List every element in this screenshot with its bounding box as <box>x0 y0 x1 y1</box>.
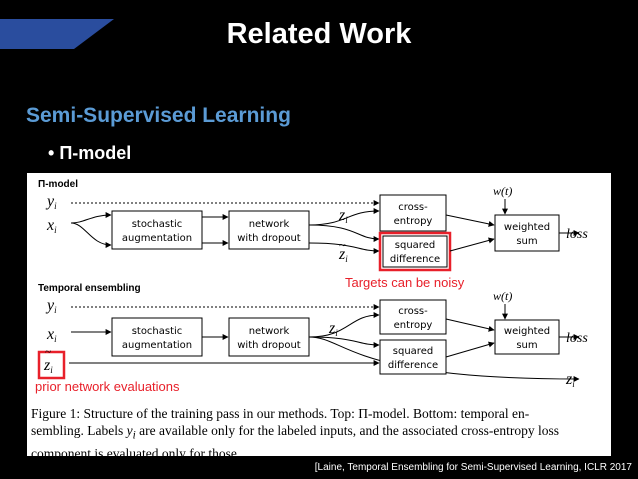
top-cross-label-2: entropy <box>394 216 433 227</box>
top-squared-label-1: squared <box>395 240 435 251</box>
bottom-network-label-1: network <box>249 326 290 337</box>
top-squared-label-2: difference <box>390 254 440 265</box>
bottom-x-var: xi <box>46 326 57 344</box>
noisy-targets-annotation: Targets can be noisy <box>345 275 465 290</box>
top-z-to-cross <box>308 208 380 226</box>
top-y-var: yi <box>45 193 57 211</box>
top-network-label-1: network <box>249 219 290 230</box>
top-weighted-label-1: weighted <box>504 222 550 233</box>
bottom-cross-label-2: entropy <box>394 320 433 331</box>
bottom-z-var: zi <box>328 320 338 338</box>
caption-line-3: component is evaluated only for those. <box>31 445 241 461</box>
top-ztilde-to-squared <box>308 242 380 254</box>
bottom-loss-label: loss <box>566 331 588 346</box>
bottom-output-z-var: zi <box>565 371 575 389</box>
bottom-weighted-label-1: weighted <box>504 326 550 337</box>
top-stochastic-augmentation-box <box>111 210 203 250</box>
noisy-target-highlight <box>378 231 452 272</box>
bottom-z-to-squared <box>308 336 380 348</box>
section-subtitle: Semi-Supervised Learning <box>26 104 291 127</box>
top-network-label-2: with dropout <box>237 233 301 244</box>
bullet-item: • Π-model <box>48 143 132 163</box>
prior-evaluations-annotation: prior network evaluations <box>35 379 180 394</box>
top-z-to-squared <box>308 224 380 242</box>
prior-evaluations-highlight <box>37 350 66 380</box>
bottom-weighted-sum-box <box>494 319 560 355</box>
bottom-squared-label-2: difference <box>388 360 438 371</box>
top-z-tilde-var: zi <box>338 246 348 264</box>
prior-z-tilde-var: zi <box>43 357 53 375</box>
top-stochastic-label-1: stochastic <box>132 219 183 230</box>
bottom-stochastic-label-2: augmentation <box>122 340 192 351</box>
architecture-diagram: Π-model yi xi stochastic augmentation ne… <box>35 179 588 394</box>
pi-model-label: Π-model <box>38 179 78 190</box>
title-accent-bar <box>0 19 114 49</box>
top-z-var: zi <box>338 207 348 225</box>
figure-panel: Π-model yi xi stochastic augmentation ne… <box>27 173 611 461</box>
top-cross-entropy-box <box>379 194 447 232</box>
top-stochastic-label-2: augmentation <box>122 233 192 244</box>
top-network-dropout-box <box>228 210 310 250</box>
top-cross-label-1: cross- <box>398 202 428 213</box>
bottom-z-to-output <box>308 336 580 382</box>
top-squared-to-sum <box>449 237 495 252</box>
bottom-weight-var: w(t) <box>493 289 512 303</box>
bottom-squared-label-1: squared <box>393 346 433 357</box>
bottom-cross-label-1: cross- <box>398 306 428 317</box>
top-x-var: xi <box>46 217 57 235</box>
caption-line-2: sembling. Labels yi are available only f… <box>31 423 559 442</box>
top-cross-to-sum <box>445 214 495 227</box>
temporal-ensembling-label: Temporal ensembling <box>38 283 141 294</box>
top-x-path-a <box>70 212 112 224</box>
top-weight-var: w(t) <box>493 184 512 198</box>
caption-line-1: Figure 1: Structure of the training pass… <box>31 406 530 421</box>
bottom-stochastic-augmentation-box <box>111 317 203 357</box>
bullet-text: Π-model <box>59 143 132 163</box>
bottom-network-label-2: with dropout <box>237 340 301 351</box>
figure-caption: Figure 1: Structure of the training pass… <box>27 405 609 462</box>
top-weighted-sum-box <box>494 214 560 252</box>
bottom-cross-entropy-box <box>379 299 447 335</box>
top-weighted-label-2: sum <box>516 236 537 247</box>
citation: [Laine, Temporal Ensembling for Semi-Sup… <box>314 462 632 473</box>
top-loss-label: loss <box>566 227 588 242</box>
caption-label-var: yi <box>126 423 136 442</box>
prior-tilde-mark: ~ <box>45 346 51 358</box>
bottom-squared-to-sum <box>445 341 495 358</box>
bottom-cross-to-sum <box>445 318 495 332</box>
bottom-stochastic-label-1: stochastic <box>132 326 183 337</box>
bottom-y-var: yi <box>45 297 57 315</box>
bottom-weighted-label-2: sum <box>516 340 537 351</box>
bottom-squared-difference-box <box>379 339 447 375</box>
top-squared-difference-box <box>382 235 448 268</box>
slide-title: Related Work <box>226 18 412 50</box>
bottom-z-to-cross <box>308 312 380 338</box>
top-x-path-b <box>70 222 112 248</box>
